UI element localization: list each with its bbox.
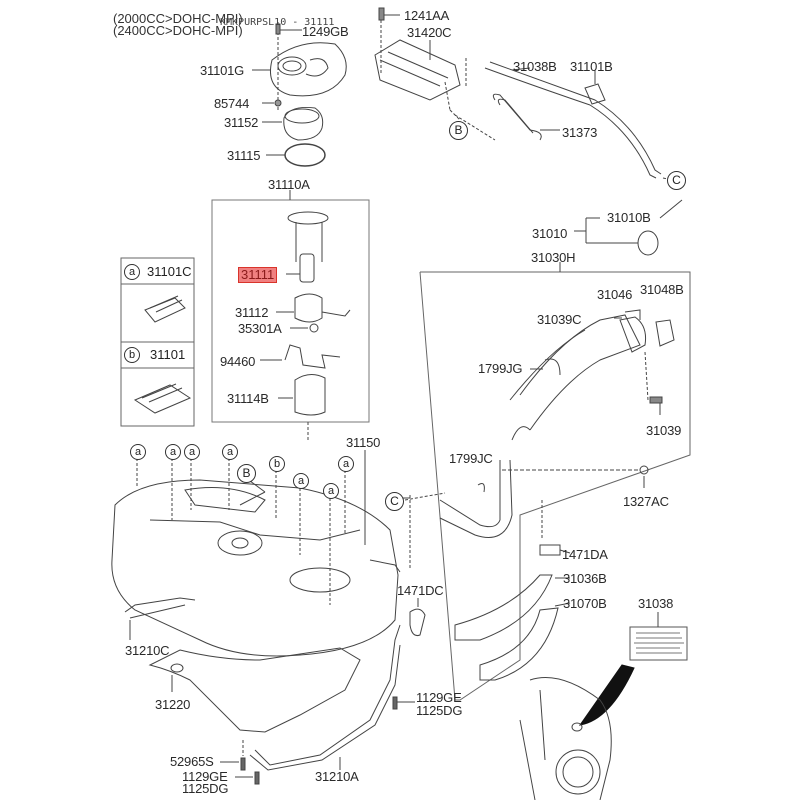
part-label-1471DA[interactable]: 1471DA bbox=[562, 547, 608, 562]
part-label-31220[interactable]: 31220 bbox=[155, 697, 191, 712]
part-label-31420C[interactable]: 31420C bbox=[407, 25, 452, 40]
part-label-1799JG[interactable]: 1799JG bbox=[478, 361, 523, 376]
part-label-31030H[interactable]: 31030H bbox=[531, 250, 576, 265]
legend-part-31101[interactable]: 31101 bbox=[150, 347, 186, 362]
part-label-31210A[interactable]: 31210A bbox=[315, 769, 359, 784]
callout-B-tank: B bbox=[237, 464, 256, 483]
part-label-94460[interactable]: 94460 bbox=[220, 354, 256, 369]
part-label-1125DG-bottom[interactable]: 1125DG bbox=[182, 781, 229, 796]
callout-a-1: a bbox=[130, 444, 146, 460]
callout-a-4: a bbox=[222, 444, 238, 460]
part-label-31101B[interactable]: 31101B bbox=[570, 59, 613, 74]
part-label-31101G[interactable]: 31101G bbox=[200, 63, 245, 78]
legend-group bbox=[121, 258, 194, 426]
part-label-31112[interactable]: 31112 bbox=[235, 305, 269, 320]
part-label-1799JC[interactable]: 1799JC bbox=[449, 451, 493, 466]
part-label-31036B[interactable]: 31036B bbox=[563, 571, 607, 586]
engine-spec-line-2: (2400CC>DOHC-MPI) bbox=[113, 23, 243, 38]
part-label-31046[interactable]: 31046 bbox=[597, 287, 633, 302]
label-sticker-group bbox=[520, 612, 687, 800]
engine-spec-line-1: (2000CC>DOHC-MPI) bbox=[113, 11, 243, 26]
part-label-35301A[interactable]: 35301A bbox=[238, 321, 282, 336]
pump-module-group bbox=[212, 190, 369, 440]
legend-marker-b: b bbox=[124, 347, 140, 363]
part-label-31010B[interactable]: 31010B bbox=[607, 210, 651, 225]
callout-a-6: a bbox=[323, 483, 339, 499]
overlay-watermark-text: KMKPURPSL10 - 31111 bbox=[220, 17, 335, 28]
callout-b-tank: b bbox=[269, 456, 285, 472]
part-label-1129GE-bottom[interactable]: 1129GE bbox=[182, 769, 228, 784]
callout-a-7: a bbox=[338, 456, 354, 472]
callout-C-vent: C bbox=[667, 171, 686, 190]
part-label-1129GE-right[interactable]: 1129GE bbox=[416, 690, 462, 705]
part-label-1327AC[interactable]: 1327AC bbox=[623, 494, 669, 509]
part-label-52965S[interactable]: 52965S bbox=[170, 754, 214, 769]
filler-neck-group bbox=[390, 200, 690, 700]
part-label-31038[interactable]: 31038 bbox=[638, 596, 674, 611]
part-label-31150[interactable]: 31150 bbox=[346, 435, 381, 450]
callout-a-2: a bbox=[165, 444, 181, 460]
part-label-31039C[interactable]: 31039C bbox=[537, 312, 582, 327]
part-label-31111-highlighted[interactable]: 31111 bbox=[238, 267, 278, 283]
legend-marker-a: a bbox=[124, 264, 140, 280]
part-label-1125DG-right[interactable]: 1125DG bbox=[416, 703, 463, 718]
part-label-31038B[interactable]: 31038B bbox=[513, 59, 557, 74]
callout-B-canister: B bbox=[449, 121, 468, 140]
callout-C-filler: C bbox=[385, 492, 404, 511]
part-label-31039[interactable]: 31039 bbox=[646, 423, 682, 438]
fuel-tank-group bbox=[112, 450, 425, 784]
part-label-1471DC[interactable]: 1471DC bbox=[397, 583, 444, 598]
legend-part-31101C[interactable]: 31101C bbox=[147, 264, 192, 279]
callout-a-5: a bbox=[293, 473, 309, 489]
part-label-31010[interactable]: 31010 bbox=[532, 226, 568, 241]
part-label-31152[interactable]: 31152 bbox=[224, 115, 259, 130]
part-label-31048B[interactable]: 31048B bbox=[640, 282, 684, 297]
part-label-1241AA[interactable]: 1241AA bbox=[404, 8, 450, 23]
part-label-31110A[interactable]: 31110A bbox=[268, 177, 310, 192]
part-label-1249GB[interactable]: 1249GB bbox=[302, 24, 349, 39]
part-label-31115[interactable]: 31115 bbox=[227, 148, 261, 163]
part-label-31210C[interactable]: 31210C bbox=[125, 643, 170, 658]
pump-cover-plate-group bbox=[252, 22, 346, 166]
part-label-31114B[interactable]: 31114B bbox=[227, 391, 269, 406]
part-label-31070B[interactable]: 31070B bbox=[563, 596, 607, 611]
part-label-85744[interactable]: 85744 bbox=[214, 96, 250, 111]
canister-group bbox=[375, 8, 672, 180]
callout-a-3: a bbox=[184, 444, 200, 460]
part-label-31373[interactable]: 31373 bbox=[562, 125, 598, 140]
